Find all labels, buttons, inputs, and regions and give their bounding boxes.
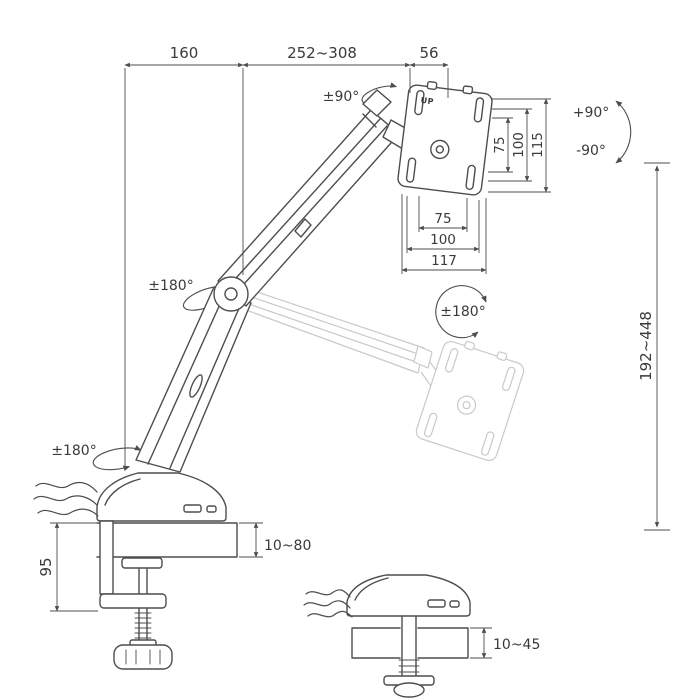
label-vesa-v75: 75 [492, 136, 508, 153]
clamp-lower-jaw [99, 593, 167, 609]
cable-line [305, 589, 351, 598]
grommet-nut [393, 682, 425, 698]
vesa-plate-body [397, 84, 493, 196]
usb-port [183, 504, 202, 513]
ghost-vesa-slot [423, 412, 438, 438]
clamp-bracket [99, 520, 114, 595]
label-clamp-thickness: 10~80 [264, 538, 311, 554]
label-head-swivel: ±90° [323, 89, 360, 105]
usb-port [206, 505, 217, 513]
height-extension-ticks [644, 162, 670, 531]
rotation-arrows [92, 82, 632, 471]
label-head-depth: 56 [419, 44, 438, 62]
ghost-arm-position [235, 284, 525, 462]
base-dome-contour [104, 478, 141, 506]
grommet-rod-threads [398, 659, 420, 673]
ghost-ball-joint [456, 395, 477, 415]
grommet-rod [401, 615, 417, 679]
vesa-horizontal-extension-lines [401, 194, 487, 274]
ghost-vesa-slot [480, 431, 495, 456]
vesa-slot [473, 97, 485, 123]
label-vesa-v100: 100 [511, 132, 527, 158]
elbow-joint [213, 276, 249, 312]
base-dome [96, 472, 227, 522]
tilt-arrow [615, 100, 632, 164]
clamp-knob [113, 644, 173, 670]
label-tilt-down: -90° [576, 143, 606, 159]
ball-joint-screw [430, 139, 450, 160]
vesa-up-marking: UP [420, 96, 434, 107]
usb-port [427, 599, 446, 608]
label-clamp-height: 95 [37, 557, 55, 576]
vesa-plate-tab [462, 85, 474, 95]
upper-arm-detail-lines [226, 113, 388, 296]
ghost-vesa-slot [502, 366, 516, 392]
label-tilt-up: +90° [573, 105, 610, 121]
upper-arm [217, 109, 400, 307]
label-vesa-h117: 117 [431, 253, 457, 269]
grommet-dome-contour [354, 577, 389, 601]
vesa-slot [414, 89, 425, 116]
lower-arm-detail-lines [147, 292, 244, 469]
label-base-rotation: ±180° [51, 443, 96, 459]
usb-port [449, 600, 460, 608]
clamp-extension-lines [239, 522, 263, 558]
label-vesa-rotation: ±180° [440, 304, 485, 320]
knob-ridges [125, 649, 161, 665]
desk-clamp-base [96, 472, 238, 670]
cables [33, 482, 353, 618]
ghost-head-cap [413, 345, 433, 369]
vesa-slot [465, 164, 476, 191]
grommet-extension-lines [470, 627, 492, 659]
label-vesa-v115: 115 [530, 132, 546, 158]
vesa-plate: UP [397, 81, 493, 196]
ghost-plate-body [415, 340, 525, 462]
ghost-upper-arm [235, 284, 425, 374]
grommet-base-dome [346, 574, 471, 617]
ghost-vesa-plate [415, 340, 525, 462]
ghost-vesa-slot [444, 348, 459, 373]
cable-line [303, 600, 351, 609]
label-vesa-h75: 75 [434, 211, 451, 227]
dimension-annotations [50, 62, 670, 659]
ghost-arm-detail-lines [239, 292, 422, 364]
arm-assembly [135, 89, 431, 473]
ghost-ball-joint-center [462, 401, 471, 410]
top-extension-lines [124, 68, 449, 470]
grommet-mount [346, 574, 471, 698]
cable-line [307, 610, 353, 618]
lower-arm [135, 286, 252, 473]
cable-line [37, 508, 99, 517]
vesa-vertical-extension-lines [488, 98, 551, 193]
grommet-desk-surface [351, 627, 469, 659]
cable-line [33, 495, 98, 506]
ghost-plate-tab [464, 340, 476, 351]
label-vesa-h100: 100 [430, 232, 456, 248]
vesa-slot [405, 157, 417, 183]
vesa-plate-tab [426, 81, 438, 91]
elbow-joint-axis [224, 287, 238, 301]
base-rotation-arrow [92, 445, 142, 471]
upper-arm-slot [294, 218, 312, 238]
ghost-plate-tab [496, 351, 508, 361]
label-arm-reach: 252~308 [287, 44, 357, 62]
dimension-labels: 160 252~308 56 ±90° 75 100 115 75 100 11… [37, 44, 655, 653]
lower-arm-slot [189, 374, 203, 398]
screw-threads [134, 612, 152, 639]
label-elbow-rotation: ±180° [148, 278, 193, 294]
cable-line [35, 482, 98, 493]
clamp-pad [121, 557, 163, 569]
ball-joint-screw-center [435, 145, 445, 154]
label-grommet-thickness: 10~45 [493, 637, 540, 653]
vesa-rotation-arrow [435, 285, 487, 339]
head-swivel-cap [362, 89, 392, 117]
label-height-range: 192~448 [637, 311, 655, 381]
label-arm-rear: 160 [170, 44, 199, 62]
desk-surface [96, 522, 238, 558]
